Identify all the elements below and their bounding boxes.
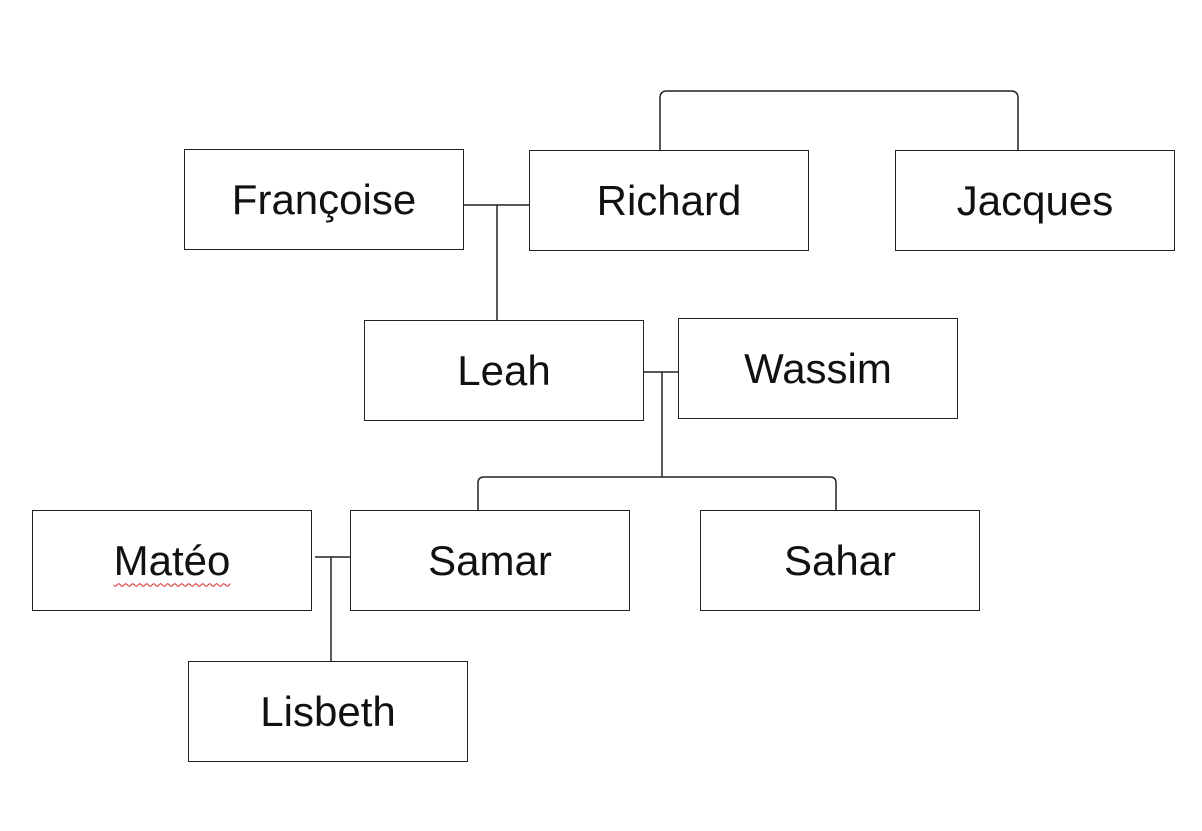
person-box-jacques[interactable]: Jacques <box>895 150 1175 251</box>
person-box-sahar[interactable]: Sahar <box>700 510 980 611</box>
person-name: Françoise <box>231 175 417 223</box>
person-box-francoise[interactable]: Françoise <box>184 149 464 250</box>
person-name: Leah <box>457 346 551 394</box>
person-box-richard[interactable]: Richard <box>529 150 809 251</box>
person-box-lisbeth[interactable]: Lisbeth <box>188 661 468 762</box>
person-box-samar[interactable]: Samar <box>350 510 630 611</box>
person-box-wassim[interactable]: Wassim <box>678 318 958 419</box>
person-name: Matéo <box>113 536 231 584</box>
person-name: Lisbeth <box>260 687 396 735</box>
sibling-bracket-samar-sahar <box>477 476 837 510</box>
person-name: Jacques <box>956 176 1114 224</box>
person-box-leah[interactable]: Leah <box>364 320 644 421</box>
person-name: Wassim <box>744 344 892 392</box>
person-box-mateo[interactable]: Matéo <box>32 510 312 611</box>
person-name: Sahar <box>783 536 897 584</box>
person-name: Samar <box>428 536 552 584</box>
person-name: Richard <box>596 176 742 224</box>
sibling-bracket-richard-jacques <box>659 90 1019 150</box>
